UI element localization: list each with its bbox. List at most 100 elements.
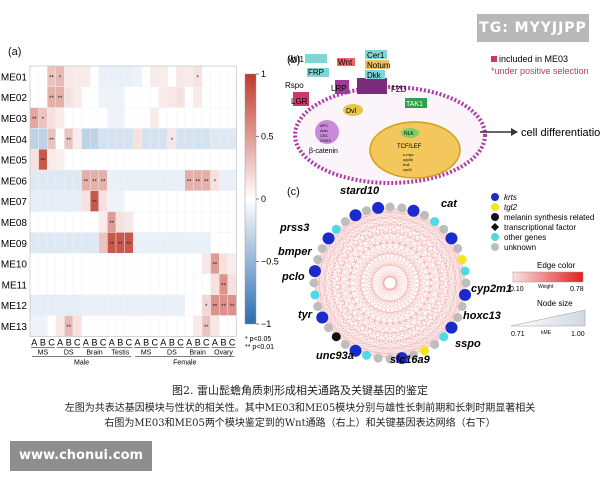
network-edge — [336, 327, 452, 337]
heatmap-cell — [158, 294, 168, 316]
heatmap-cell — [227, 252, 237, 275]
heatmap-cell — [218, 65, 228, 87]
heatmap-cell — [201, 148, 211, 171]
network-edge — [322, 248, 367, 356]
network-edge — [336, 282, 467, 337]
network-edge — [313, 248, 323, 284]
heatmap-cell — [167, 86, 177, 108]
heatmap-cell — [210, 65, 220, 87]
column-label: B — [143, 337, 149, 347]
arrow-head — [511, 128, 518, 136]
heatmap-cell — [218, 128, 228, 150]
network-edge — [313, 207, 403, 284]
network-edge — [401, 282, 467, 359]
heatmap-cell — [193, 128, 203, 150]
significance-mark: ** — [66, 138, 71, 144]
column-label: A — [212, 337, 218, 347]
network-legend: krts tgl2 melanin synthesis related tran… — [491, 193, 594, 252]
heatmap-cell — [210, 148, 220, 171]
network-edge — [434, 229, 444, 345]
site-watermark: www.chonui.com — [10, 441, 152, 471]
column-label: B — [220, 337, 226, 347]
heatmap-cell — [98, 294, 108, 316]
gene-node — [457, 301, 467, 311]
network-edge — [355, 215, 414, 356]
heatmap-cell — [141, 211, 151, 233]
network-edge — [451, 238, 458, 318]
receptor-fzd — [357, 78, 387, 94]
network-edge — [355, 238, 452, 351]
column-label: A — [83, 337, 89, 347]
network-edge — [345, 221, 466, 272]
gene-node — [331, 224, 341, 234]
network-edge — [313, 229, 444, 284]
network-edge — [314, 221, 435, 272]
gene-node — [439, 224, 449, 234]
gene-stard10: stard10 — [340, 185, 380, 197]
colorbar-tick: 0.5 — [261, 132, 274, 142]
heatmap-cell — [132, 65, 142, 87]
network-edge — [377, 207, 463, 307]
node-wif1: Wif1 — [288, 55, 305, 64]
heatmap-cell — [124, 252, 134, 275]
heatmap-cell — [115, 211, 125, 233]
module-label: ME06 — [1, 176, 28, 187]
gene-node — [430, 217, 440, 227]
network-edge — [336, 221, 435, 337]
heatmap-cell — [175, 169, 185, 191]
significance-mark: ** — [109, 242, 114, 248]
heatmap-cell — [89, 211, 99, 233]
network-edge — [322, 248, 346, 345]
heatmap-cell — [210, 190, 220, 212]
heatmap-cell — [29, 148, 39, 171]
network-edge — [317, 248, 458, 307]
network-edge — [389, 215, 425, 360]
network-edge — [328, 270, 466, 328]
module-label: ME05 — [1, 156, 28, 167]
heatmap-cell — [141, 252, 151, 275]
significance-mark: ** — [49, 138, 54, 144]
heatmap-cell — [210, 232, 220, 254]
notum-box — [365, 60, 389, 69]
network-edge — [345, 248, 458, 345]
heatmap-cell — [38, 211, 48, 233]
heatmap-cell — [29, 273, 39, 295]
heatmap-cell — [218, 148, 228, 171]
network-edge — [366, 207, 403, 356]
figure-caption-line2: 右图为ME03和ME05两个模块鉴定到的Wnt通路（右上）和关键基因表达网络（右… — [104, 418, 496, 429]
network-edge — [443, 259, 463, 337]
network-edge — [401, 207, 452, 328]
gene-node — [439, 332, 449, 342]
heatmap-cell — [158, 273, 168, 295]
network-edge — [424, 215, 463, 307]
sig-legend-2: ** p<0.01 — [245, 344, 274, 351]
network-edge — [401, 238, 452, 359]
heatmap-cell — [89, 148, 99, 171]
heatmap-cell — [227, 315, 237, 337]
heatmap-cell — [29, 190, 39, 212]
heatmap-cell — [175, 315, 185, 337]
complex-ck1: CK1 — [320, 133, 329, 138]
significance-mark: ** — [221, 283, 226, 289]
heatmap-cell — [29, 211, 39, 233]
network-edge — [336, 229, 346, 345]
network-edge — [314, 294, 391, 360]
heatmap-cell — [98, 232, 108, 254]
gene-cat: cat — [441, 198, 458, 210]
network-edge — [328, 327, 425, 351]
legend-other: other genes — [504, 233, 546, 242]
heatmap-cell — [115, 65, 125, 87]
network-edge — [317, 306, 458, 318]
heatmap-cell — [167, 65, 177, 87]
network-edge — [366, 294, 466, 356]
node-dkk: Dkk — [367, 71, 382, 80]
module-label: ME03 — [1, 114, 28, 125]
heatmap-cell — [38, 169, 48, 191]
column-label: C — [48, 337, 55, 347]
network-edge — [317, 215, 425, 307]
heatmap-cell — [89, 252, 99, 275]
network-edge — [317, 207, 403, 307]
heatmap-cell — [158, 232, 168, 254]
legend-melanin: melanin synthesis related — [504, 213, 594, 222]
heatmap-cell — [141, 232, 151, 254]
